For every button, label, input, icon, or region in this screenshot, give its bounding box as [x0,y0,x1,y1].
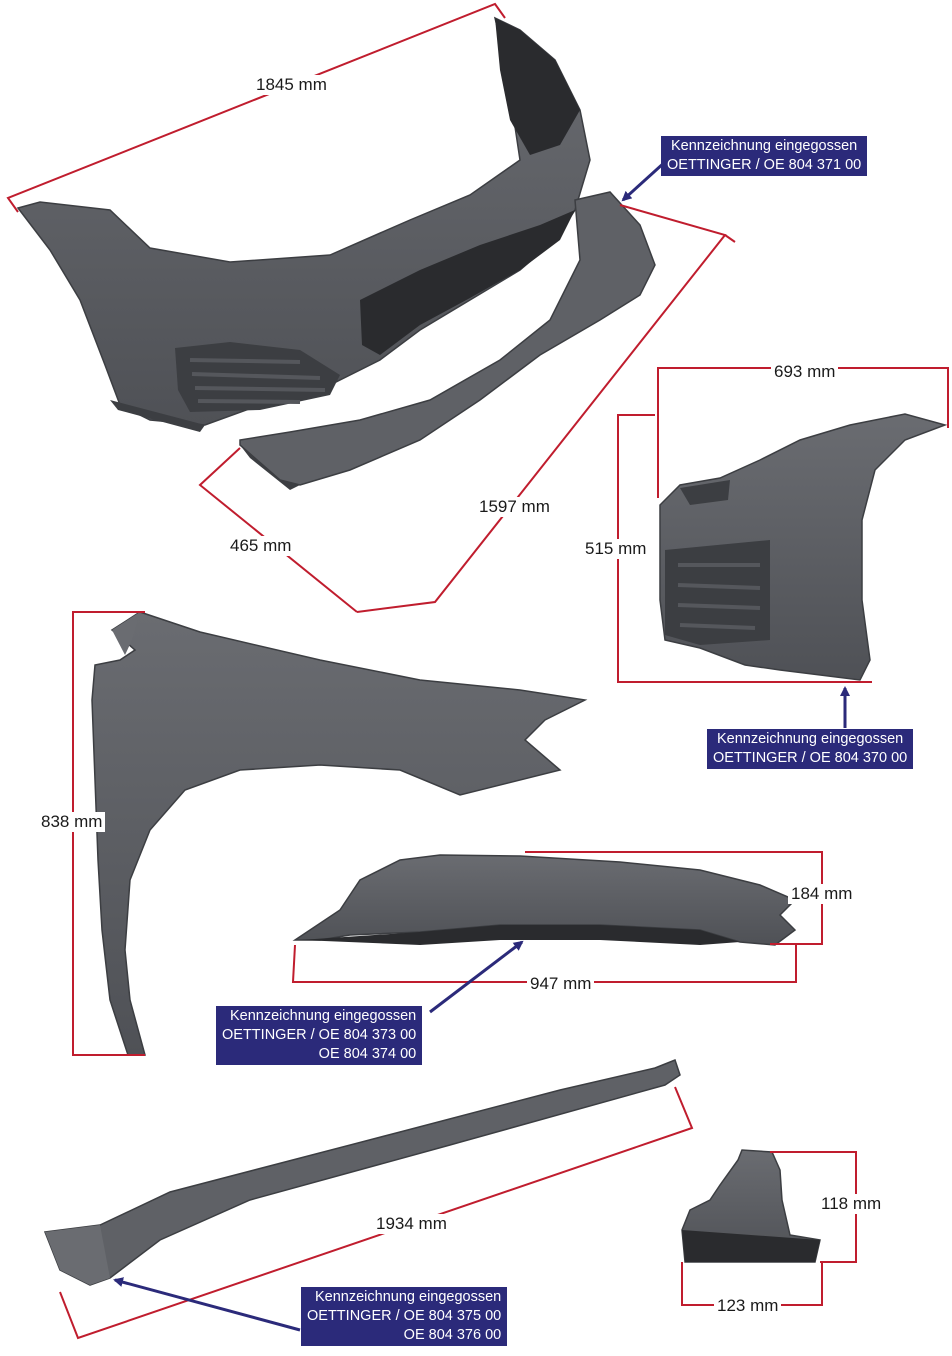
dim-side-skirt-length: 1934 mm [373,1214,450,1234]
label-corner-line1: Kennzeichnung eingegossen [717,731,904,747]
label-corner-line2: OETTINGER / OE 804 370 00 [713,750,908,766]
front-splitter [239,191,656,490]
side-skirt [43,1059,681,1286]
label-fender-line3: OE 804 374 00 [318,1046,417,1062]
arrow-side-skirt [113,1277,301,1332]
label-corner-marking: Kennzeichnung eingegossen OETTINGER / OE… [707,729,914,769]
front-bumper-corner [659,413,948,681]
label-splitter-marking: Kennzeichnung eingegossen OETTINGER / OE… [661,136,868,176]
dim-fender-height: 838 mm [38,812,106,832]
label-side-skirt-line2: OETTINGER / OE 804 375 00 [307,1308,502,1324]
dim-fender-top-depth: 184 mm [788,884,856,904]
dim-splitter-length: 1597 mm [476,497,553,517]
label-fender-marking: Kennzeichnung eingegossen OETTINGER / OE… [216,1006,423,1065]
label-splitter-line2: OETTINGER / OE 804 371 00 [667,157,862,173]
dim-corner-width: 693 mm [771,362,839,382]
pointer-arrows [113,160,850,1332]
arrow-splitter [621,160,667,202]
label-side-skirt-marking: Kennzeichnung eingegossen OETTINGER / OE… [301,1287,508,1346]
dim-corner-height: 515 mm [582,539,650,559]
dim-fender-top-length: 947 mm [527,974,595,994]
label-fender-line2: OETTINGER / OE 804 373 00 [222,1027,417,1043]
front-fender [91,611,588,1056]
dim-skirt-end-height: 118 mm [818,1194,885,1214]
label-side-skirt-line3: OE 804 376 00 [403,1327,502,1343]
dim-bumper-width: 1845 mm [253,75,330,95]
dim-splitter-depth: 465 mm [227,536,295,556]
label-side-skirt-line1: Kennzeichnung eingegossen [315,1289,502,1305]
arrow-fender [429,940,524,1014]
dim-skirt-end-width: 123 mm [714,1296,782,1316]
label-fender-line1: Kennzeichnung eingegossen [230,1008,417,1024]
front-bumper [16,16,591,432]
fender-top-view [292,854,797,946]
side-skirt-end-piece [681,1149,821,1263]
label-splitter-line1: Kennzeichnung eingegossen [671,138,858,154]
